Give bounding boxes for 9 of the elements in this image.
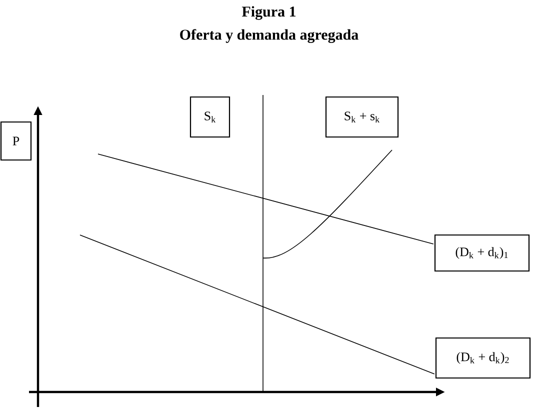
label-box: (D$_{k}$ + d$_{k}$)$_{1}$ (434, 234, 530, 272)
figure-subtitle: Oferta y demanda agregada (180, 29, 358, 43)
label-box: S$_{k}$ (190, 96, 230, 138)
label-box: S$_{k}$ + s$_{k}$ (325, 96, 399, 138)
label-box: P (0, 121, 32, 161)
demand-line (80, 234, 435, 374)
label-box: (D$_{k}$ + d$_{k}$)$_{2}$ (435, 337, 531, 379)
demand-line (98, 154, 434, 244)
figure-title: Figura 1 (242, 6, 296, 20)
